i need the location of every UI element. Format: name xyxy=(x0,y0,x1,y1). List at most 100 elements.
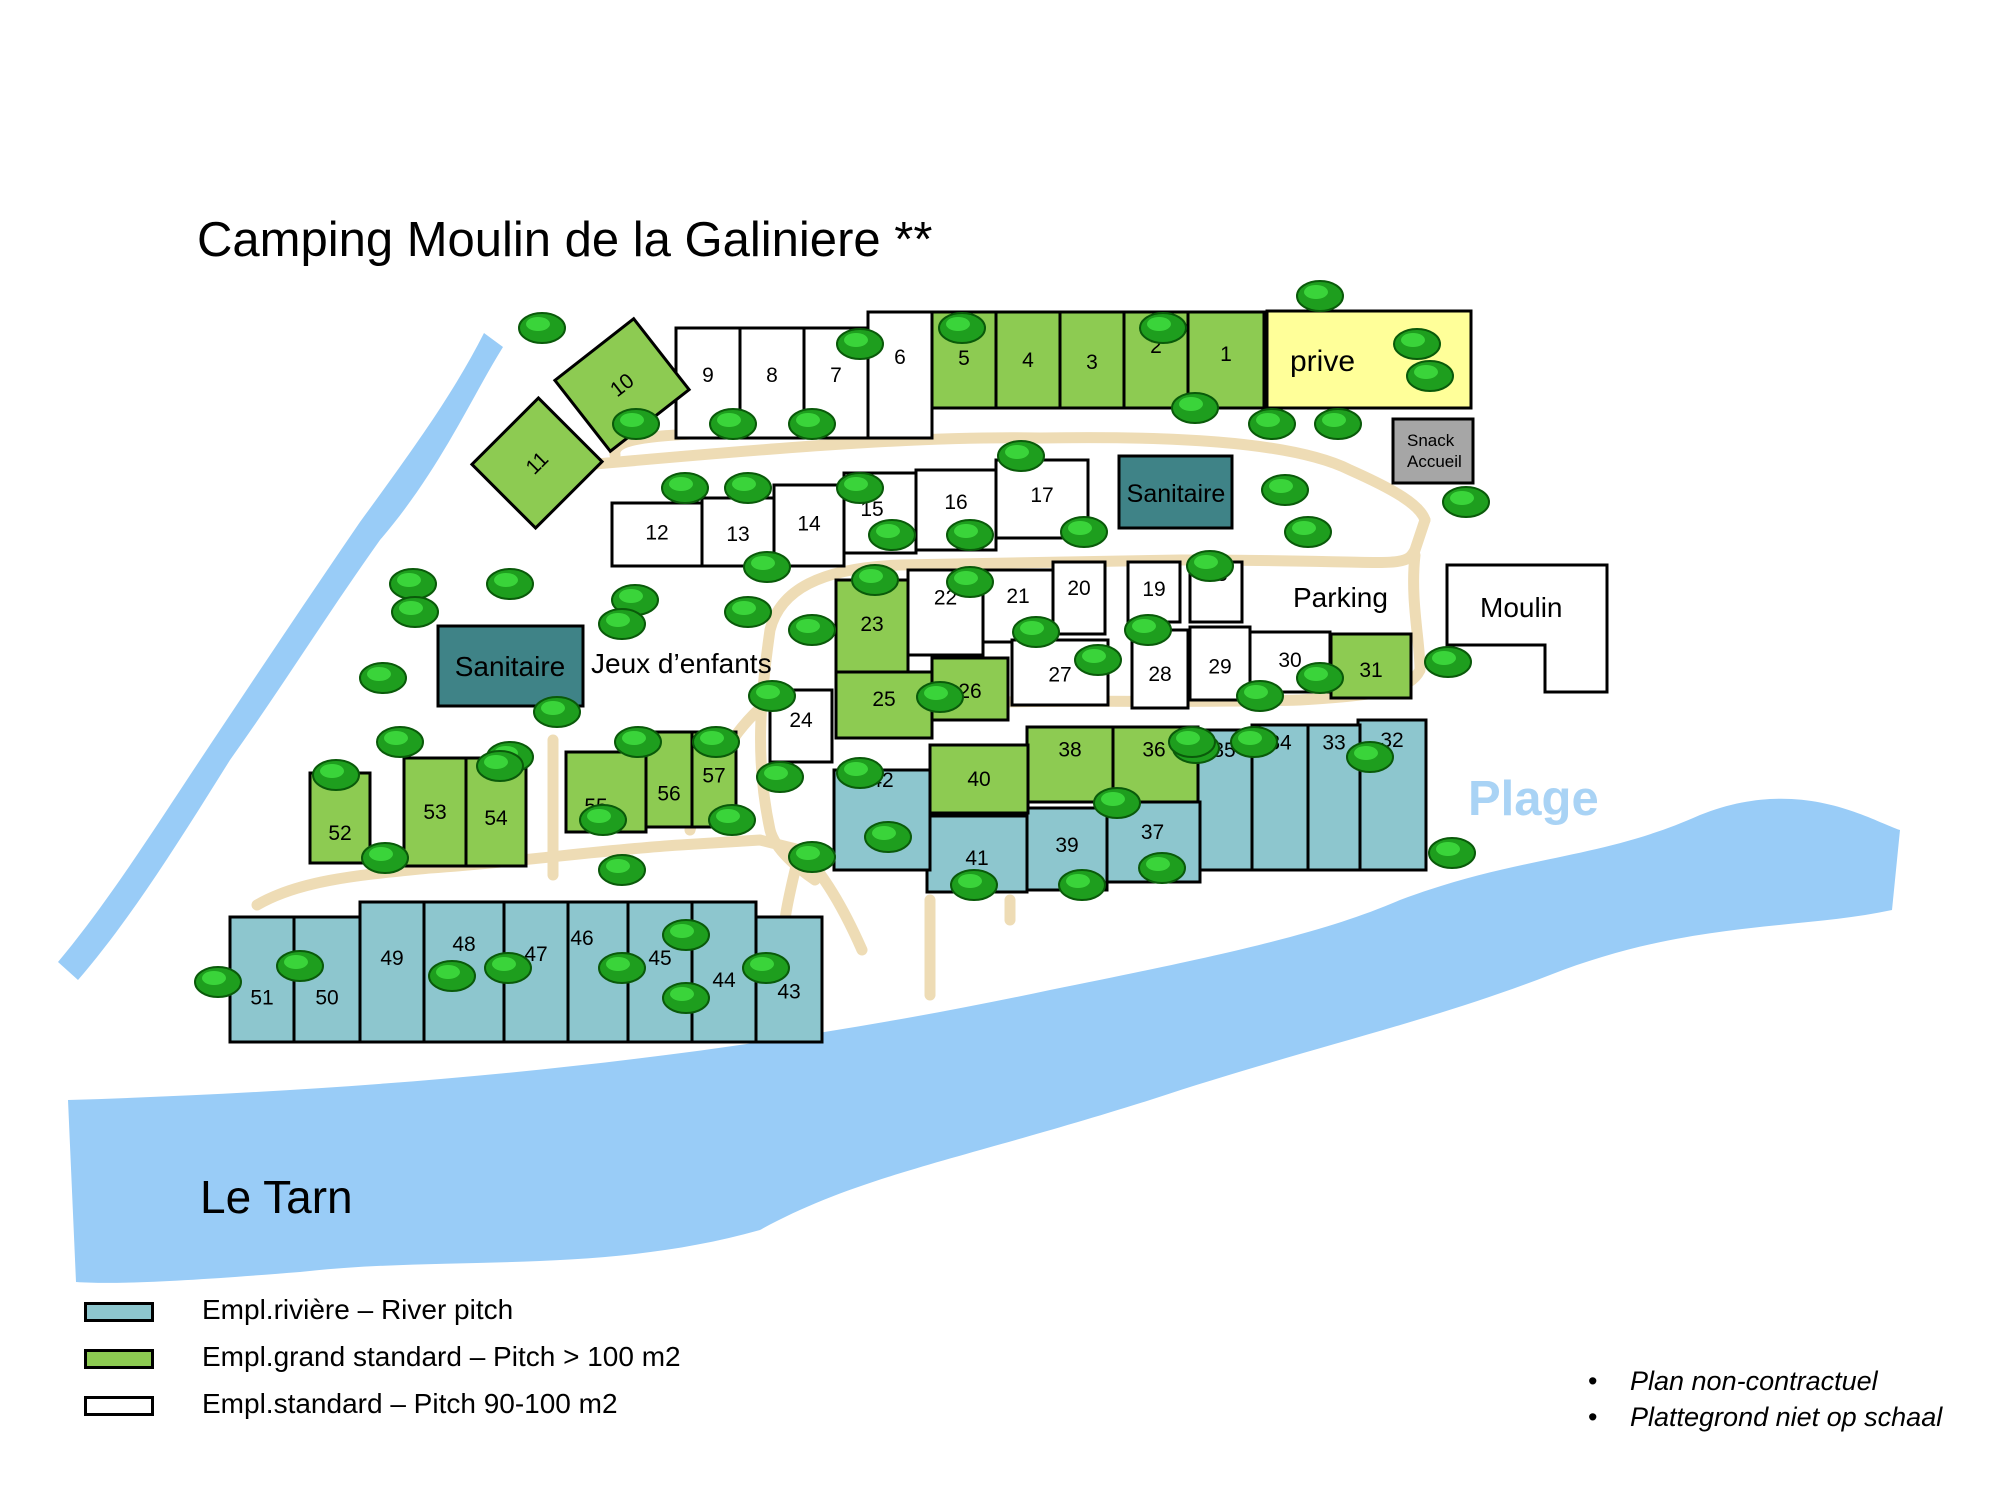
tree-highlight xyxy=(1179,397,1203,411)
tree-highlight xyxy=(732,477,756,491)
tree-icon xyxy=(598,854,646,886)
pitch-30-number: 30 xyxy=(1278,649,1301,672)
tree-highlight xyxy=(526,317,550,331)
tree-icon xyxy=(1261,474,1309,506)
pitch-12: 12 xyxy=(610,501,704,568)
moulin-label: Moulin xyxy=(1480,592,1562,623)
tree-highlight xyxy=(492,957,516,971)
tree-icon xyxy=(756,761,804,793)
tree-highlight xyxy=(756,685,780,699)
pitch-19-number: 19 xyxy=(1142,578,1165,601)
tree-highlight xyxy=(669,477,693,491)
pitch-39-number: 39 xyxy=(1055,834,1078,857)
tree-highlight xyxy=(619,589,643,603)
pitch-17-number: 17 xyxy=(1030,484,1053,507)
tree-highlight xyxy=(872,826,896,840)
tree-highlight xyxy=(284,955,308,969)
tree-icon xyxy=(194,966,242,998)
pitch-1-area xyxy=(1186,310,1266,410)
tree-icon xyxy=(662,919,710,951)
jeux-label: Jeux d’enfants xyxy=(591,648,772,679)
tree-icon xyxy=(598,608,646,640)
tree-icon xyxy=(1406,360,1454,392)
tree-highlight xyxy=(606,957,630,971)
pitch-50-number: 50 xyxy=(315,987,338,1010)
tree-icon xyxy=(946,566,994,598)
pitch-37-number: 37 xyxy=(1141,821,1164,844)
pitch-19: 19 xyxy=(1126,560,1182,624)
pitch-20-number: 20 xyxy=(1067,577,1090,600)
pitch-31: 31 xyxy=(1329,632,1413,700)
pitch-16-number: 16 xyxy=(944,491,967,514)
tree-highlight xyxy=(1101,792,1125,806)
pitch-51-number: 51 xyxy=(250,987,273,1010)
pitch-3-number: 3 xyxy=(1086,351,1098,374)
tree-icon xyxy=(1012,616,1060,648)
pitch-53-area xyxy=(402,756,468,868)
tree-icon xyxy=(1124,614,1172,646)
prive-label: prive xyxy=(1290,345,1355,378)
parking-label: Parking xyxy=(1293,582,1388,613)
tree-icon xyxy=(389,568,437,600)
tree-highlight xyxy=(954,571,978,585)
water-layer xyxy=(58,333,1900,1283)
pitch-56-area xyxy=(644,730,694,829)
tree-highlight xyxy=(1020,621,1044,635)
pitch-21-number: 21 xyxy=(1006,585,1029,608)
pitch-49-number: 49 xyxy=(380,947,403,970)
tree-highlight xyxy=(764,766,788,780)
path-segment-1 xyxy=(544,432,1431,526)
tree-highlight xyxy=(1005,445,1029,459)
pitch-38: 38 xyxy=(1025,725,1115,804)
river-le-tarn xyxy=(68,798,1900,1283)
tree-icon xyxy=(486,568,534,600)
legend-label-standard: Empl.standard – Pitch 90-100 m2 xyxy=(202,1388,618,1419)
pitch-47-number: 47 xyxy=(524,943,547,966)
tree-highlight xyxy=(1432,651,1456,665)
pitch-52-number: 52 xyxy=(328,822,351,845)
pitch-52-area xyxy=(308,771,372,865)
pitch-40-area xyxy=(928,743,1030,815)
tree-highlight xyxy=(1401,333,1425,347)
pitch-7-number: 7 xyxy=(830,364,842,387)
map-title: Camping Moulin de la Galiniere ** xyxy=(197,213,933,267)
pitch-26-number: 26 xyxy=(958,680,981,703)
tree-highlight xyxy=(1292,521,1316,535)
tree-icon xyxy=(376,726,424,758)
tree-highlight xyxy=(751,556,775,570)
pitch-6: 6 xyxy=(866,310,934,440)
tree-icon xyxy=(748,680,796,712)
pitch-11: 11 xyxy=(469,395,605,531)
tree-highlight xyxy=(844,762,868,776)
tree-highlight xyxy=(620,413,644,427)
river-name-label: Le Tarn xyxy=(200,1171,353,1223)
tree-icon xyxy=(533,696,581,728)
tree-icon xyxy=(612,408,660,440)
tree-highlight xyxy=(367,667,391,681)
tree-highlight xyxy=(1194,555,1218,569)
tree-highlight xyxy=(1132,619,1156,633)
tree-icon xyxy=(276,950,324,982)
tree-icon xyxy=(788,614,836,646)
tree-icon xyxy=(709,408,757,440)
tree-highlight xyxy=(384,731,408,745)
legend-swatch-grand xyxy=(84,1349,154,1369)
tree-icon xyxy=(1058,869,1106,901)
tree-icon xyxy=(1314,408,1362,440)
pitch-46-number: 46 xyxy=(570,927,593,950)
tree-icon xyxy=(1393,328,1441,360)
tree-highlight xyxy=(541,701,565,715)
pitch-40: 40 xyxy=(928,743,1030,815)
tree-highlight xyxy=(1238,731,1262,745)
pitch-20-area xyxy=(1051,560,1107,636)
pitch-24-number: 24 xyxy=(789,709,813,732)
pitch-6-number: 6 xyxy=(894,346,906,369)
pitch-52: 52 xyxy=(308,771,372,865)
tree-icon xyxy=(1346,741,1394,773)
tree-icon xyxy=(391,596,439,628)
tree-icon xyxy=(836,328,884,360)
pitch-57-number: 57 xyxy=(702,765,725,788)
tree-icon xyxy=(518,312,566,344)
stream xyxy=(58,333,503,980)
tree-highlight xyxy=(958,874,982,888)
